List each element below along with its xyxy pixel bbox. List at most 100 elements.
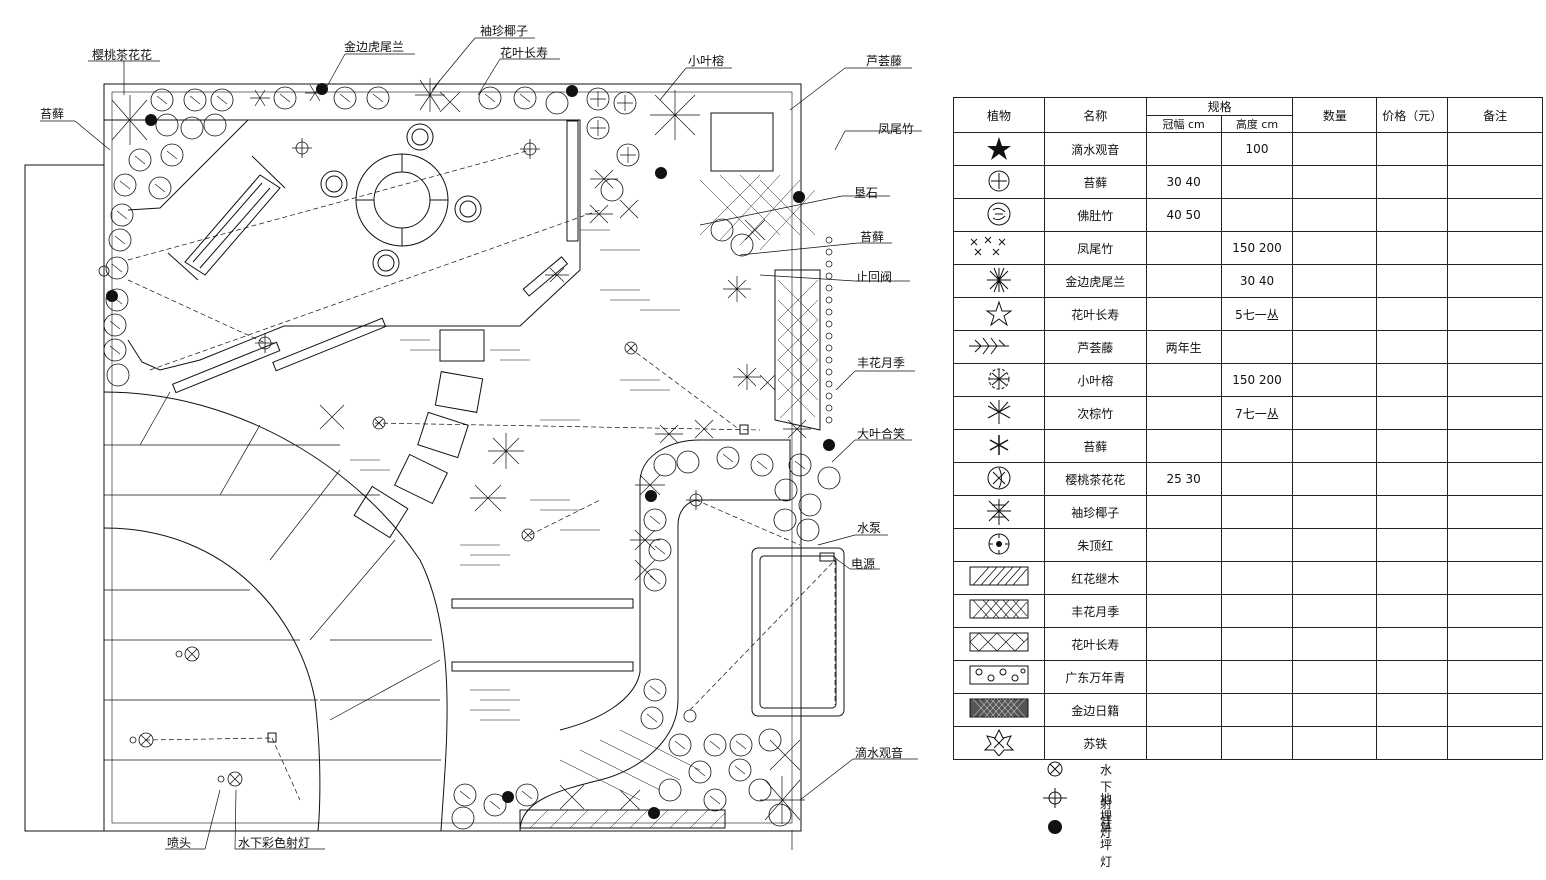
swirl-circle-icon: [987, 202, 1011, 225]
header-note: 备注: [1447, 97, 1543, 133]
qty-cell: [1292, 495, 1378, 529]
label-moss-2: 苔藓: [860, 230, 884, 244]
price-cell: [1376, 693, 1449, 727]
table-row: 朱顶红: [953, 528, 1543, 562]
note-cell: [1447, 264, 1543, 298]
qty-cell: [1292, 198, 1378, 232]
plant-symbol-cell: [953, 627, 1045, 661]
note-cell: [1447, 594, 1543, 628]
crown-cell: [1145, 264, 1222, 298]
price-cell: [1376, 297, 1449, 331]
crown-cell: [1145, 660, 1222, 694]
crown-cell: 两年生: [1145, 330, 1222, 364]
plant-name-cell: 朱顶红: [1043, 528, 1147, 562]
price-cell: [1376, 594, 1449, 628]
price-cell: [1376, 627, 1449, 661]
plant-name-cell: 广东万年青: [1043, 660, 1147, 694]
plant-symbol-cell: [953, 165, 1045, 199]
label-color-light: 水下彩色射灯: [238, 835, 310, 850]
height-cell: 7七一丛: [1220, 396, 1294, 430]
label-parlor-palm: 袖珍椰子: [480, 23, 528, 38]
crown-cell: [1145, 396, 1222, 430]
plant-symbol-cell: [953, 330, 1045, 364]
legend-ground-label: 地埋灯: [1100, 792, 1113, 840]
plant-symbol-cell: [953, 132, 1045, 166]
price-cell: [1376, 429, 1449, 463]
qty-cell: [1292, 528, 1378, 562]
note-cell: [1447, 693, 1543, 727]
qty-cell: [1292, 627, 1378, 661]
label-check-valve: 止回阀: [856, 270, 892, 284]
height-cell: [1220, 561, 1294, 595]
plant-symbol-cell: [953, 726, 1045, 760]
plant-name-cell: 花叶长寿: [1043, 627, 1147, 661]
label-sansevieria: 金边虎尾兰: [344, 39, 404, 54]
table-row: 红花继木: [953, 561, 1543, 595]
plant-symbol-cell: [953, 231, 1045, 265]
note-cell: [1447, 627, 1543, 661]
qty-cell: [1292, 693, 1378, 727]
crown-cell: [1145, 495, 1222, 529]
plant-name-cell: 小叶榕: [1043, 363, 1147, 397]
qty-cell: [1292, 231, 1378, 265]
price-cell: [1376, 132, 1449, 166]
qty-cell: [1292, 363, 1378, 397]
crown-cell: 40 50: [1145, 198, 1222, 232]
plant-symbol-cell: [953, 561, 1045, 595]
site-boundary: [103, 83, 802, 832]
qty-cell: [1292, 264, 1378, 298]
note-cell: [1447, 231, 1543, 265]
plant-name-cell: 苔藓: [1043, 429, 1147, 463]
label-aloe-vine: 芦荟藤: [866, 54, 902, 68]
note-cell: [1447, 330, 1543, 364]
crown-cell: 30 40: [1145, 165, 1222, 199]
note-cell: [1447, 198, 1543, 232]
height-cell: 5七一丛: [1220, 297, 1294, 331]
crown-cell: [1145, 528, 1222, 562]
label-stone: 垦石: [854, 186, 878, 200]
header-spec: 规格: [1145, 97, 1294, 116]
plant-symbol-cell: [953, 495, 1045, 529]
label-alocasia: 滴水观音: [855, 745, 903, 760]
circle-cross-icon: [988, 170, 1010, 191]
plant-name-cell: 佛肚竹: [1043, 198, 1147, 232]
plant-name-cell: 金边虎尾兰: [1043, 264, 1147, 298]
height-cell: [1220, 198, 1294, 232]
price-cell: [1376, 528, 1449, 562]
height-cell: 100: [1220, 132, 1294, 166]
note-cell: [1447, 561, 1543, 595]
qty-cell: [1292, 462, 1378, 496]
plant-symbol-cell: [953, 693, 1045, 727]
note-cell: [1447, 132, 1543, 166]
label-cherry-camellia: 樱桃茶花花: [92, 47, 152, 62]
palm-icon: [987, 399, 1011, 424]
plant-name-cell: 樱桃茶花花: [1043, 462, 1147, 496]
crown-cell: [1145, 561, 1222, 595]
dot-circle-icon: [988, 533, 1010, 554]
table-row: 花叶长寿: [953, 627, 1543, 661]
note-cell: [1447, 495, 1543, 529]
height-cell: 150 200: [1220, 363, 1294, 397]
plant-name-cell: 金边日籍: [1043, 693, 1147, 727]
note-cell: [1447, 528, 1543, 562]
pump-box: [819, 552, 835, 562]
burst-icon: [986, 267, 1011, 292]
height-cell: [1220, 330, 1294, 364]
cluster-icon: [986, 498, 1011, 525]
crown-cell: [1145, 594, 1222, 628]
price-cell: [1376, 396, 1449, 430]
asterisk-icon: [989, 434, 1009, 455]
lawn-light-icon: [1048, 820, 1062, 834]
fern-icon: [968, 337, 1009, 354]
table-row: 小叶榕 150 200: [953, 363, 1543, 397]
plant-symbol-cell: [953, 594, 1045, 628]
plant-symbol-cell: [953, 528, 1045, 562]
header-plant: 植物: [953, 97, 1045, 133]
label-magnolia: 大叶合笑: [857, 426, 905, 441]
